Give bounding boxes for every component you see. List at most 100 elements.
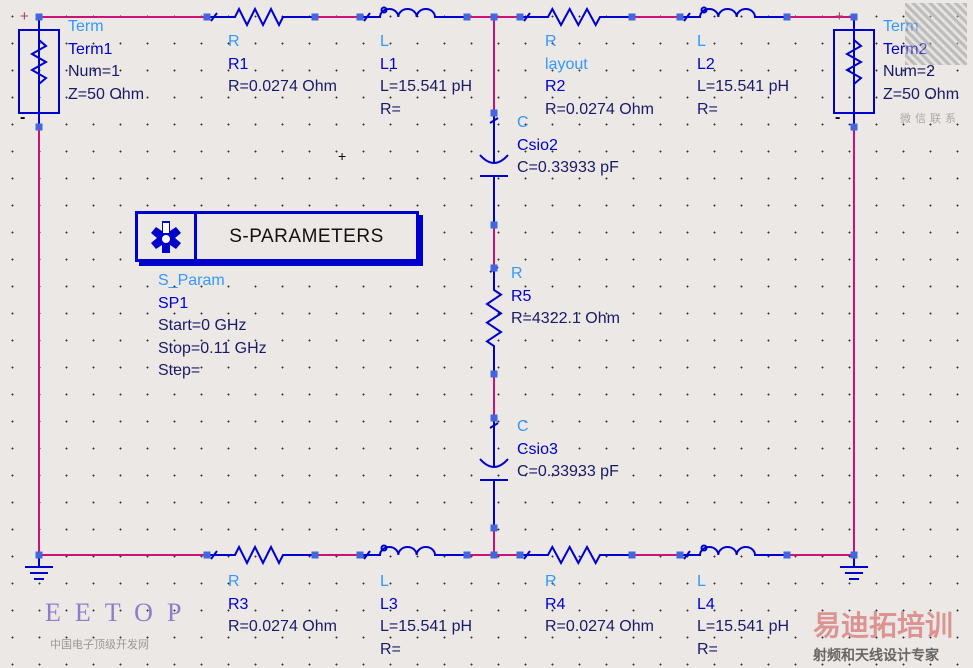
r2-name: R2 — [545, 78, 566, 95]
ground-right-icon — [840, 555, 868, 580]
csio2-symbol — [479, 113, 509, 225]
term1-type: Term — [68, 18, 104, 35]
term2-label[interactable]: Term Term2 Num=2 Z=50 Ohm — [883, 16, 959, 106]
pin[interactable] — [356, 551, 364, 559]
qr-watermark-text: 微信联系 — [900, 113, 960, 125]
sp1-step: Step= — [158, 362, 201, 379]
l2-label[interactable]: L L2 L=15.541 pH R= — [697, 31, 789, 121]
l4-value: L=15.541 pH — [697, 618, 790, 635]
polarity-dot — [380, 544, 388, 552]
l4-label[interactable]: L L4 L=15.541 pH R= — [697, 571, 789, 661]
r3-type: R — [228, 573, 240, 590]
term2-type: Term — [883, 18, 919, 35]
l4-name: L4 — [697, 595, 715, 613]
pin[interactable] — [676, 551, 684, 559]
pin[interactable] — [490, 524, 498, 532]
r3-label[interactable]: R R3 R=0.0274 Ohm — [228, 571, 337, 639]
r5-label[interactable]: R R5 R=4322.1 Ohm — [511, 263, 620, 331]
r4-value: R=0.0274 Ohm — [545, 618, 654, 635]
csio2-label[interactable]: C Csio2 C=0.33933 pF — [517, 112, 619, 180]
term1-box — [18, 17, 60, 127]
pin[interactable] — [463, 551, 471, 559]
pin[interactable] — [850, 551, 858, 559]
term1-minus: - — [20, 109, 26, 126]
r3-value: R=0.0274 Ohm — [228, 618, 337, 635]
pins — [35, 13, 858, 559]
ground-left-icon — [25, 555, 53, 580]
term1-name: Term1 — [68, 40, 113, 58]
pin[interactable] — [628, 551, 636, 559]
l1-label[interactable]: L L1 L=15.541 pH R= — [380, 31, 472, 121]
pin[interactable] — [490, 221, 498, 229]
term1-label[interactable]: Term Term1 Num=1 Z=50 Ohm — [68, 16, 144, 106]
l2-name: L2 — [697, 55, 715, 73]
pin[interactable] — [490, 264, 498, 272]
r5-type: R — [511, 265, 523, 282]
term2-plus: + — [835, 8, 844, 25]
r2-type: R — [545, 33, 557, 50]
l3-name: L3 — [380, 595, 398, 613]
r4-name: R4 — [545, 595, 566, 613]
r1-label[interactable]: R R1 R=0.0274 Ohm — [228, 31, 337, 99]
l3-label[interactable]: L L3 L=15.541 pH R= — [380, 571, 472, 661]
pin[interactable] — [490, 109, 498, 117]
sp1-name: SP1 — [158, 294, 189, 312]
pin[interactable] — [783, 551, 791, 559]
pin[interactable] — [203, 551, 211, 559]
r5-symbol — [485, 266, 503, 374]
r1-type: R — [228, 33, 240, 50]
term2-z: Z=50 Ohm — [883, 85, 960, 103]
pin[interactable] — [35, 13, 43, 21]
pin[interactable] — [850, 123, 858, 131]
term2-box — [833, 17, 875, 127]
pin[interactable] — [516, 13, 524, 21]
term2-name: Term2 — [883, 40, 928, 58]
pin[interactable] — [203, 13, 211, 21]
csio2-value: C=0.33933 pF — [517, 159, 619, 176]
brand-watermark-sub: 射频和天线设计专家 — [813, 647, 939, 663]
r2-value: R=0.0274 Ohm — [545, 100, 654, 118]
csio2-type: C — [517, 114, 529, 131]
pin[interactable] — [490, 551, 498, 559]
sp1-label[interactable]: S_Param SP1 Start=0 GHz Stop=0.11 GHz St… — [158, 270, 267, 383]
simulation-gear-icon — [138, 214, 197, 259]
term1-plus: + — [20, 8, 29, 25]
pin[interactable] — [490, 13, 498, 21]
pin[interactable] — [783, 13, 791, 21]
pin[interactable] — [311, 551, 319, 559]
pin[interactable] — [311, 13, 319, 21]
pin[interactable] — [850, 13, 858, 21]
l3-symbol — [360, 546, 467, 560]
r2-symbol — [520, 6, 632, 28]
term1-num: Num=1 — [68, 63, 121, 80]
pin[interactable] — [35, 551, 43, 559]
l1-type: L — [380, 33, 389, 50]
pin[interactable] — [490, 370, 498, 378]
sp1-type: S_Param — [158, 272, 225, 289]
pin[interactable] — [628, 13, 636, 21]
sp1-stop: Stop=0.11 GHz — [158, 339, 267, 357]
pin[interactable] — [356, 13, 364, 21]
s-parameters-controller[interactable]: S-PARAMETERS — [135, 211, 419, 262]
r4-label[interactable]: R R4 R=0.0274 Ohm — [545, 571, 654, 639]
sp1-start: Start=0 GHz — [158, 317, 247, 334]
pin[interactable] — [490, 414, 498, 422]
l2-type: L — [697, 33, 706, 50]
r3-name: R3 — [228, 595, 249, 613]
csio3-label[interactable]: C Csio3 C=0.33933 pF — [517, 416, 619, 484]
l4-symbol — [680, 546, 787, 560]
r4-symbol — [520, 544, 632, 566]
pin[interactable] — [516, 551, 524, 559]
term1-resistor — [29, 39, 49, 85]
r1-name: R1 — [228, 55, 249, 73]
csio3-name: Csio3 — [517, 440, 558, 458]
pin[interactable] — [463, 13, 471, 21]
eetop-watermark-sub: 中国电子顶级开发网 — [50, 639, 149, 651]
pin[interactable] — [35, 123, 43, 131]
eetop-watermark: EETOP — [45, 598, 196, 627]
r2-label[interactable]: R layout R2 R=0.0274 Ohm — [545, 31, 654, 121]
pin[interactable] — [676, 13, 684, 21]
l4-r: R= — [697, 640, 718, 658]
